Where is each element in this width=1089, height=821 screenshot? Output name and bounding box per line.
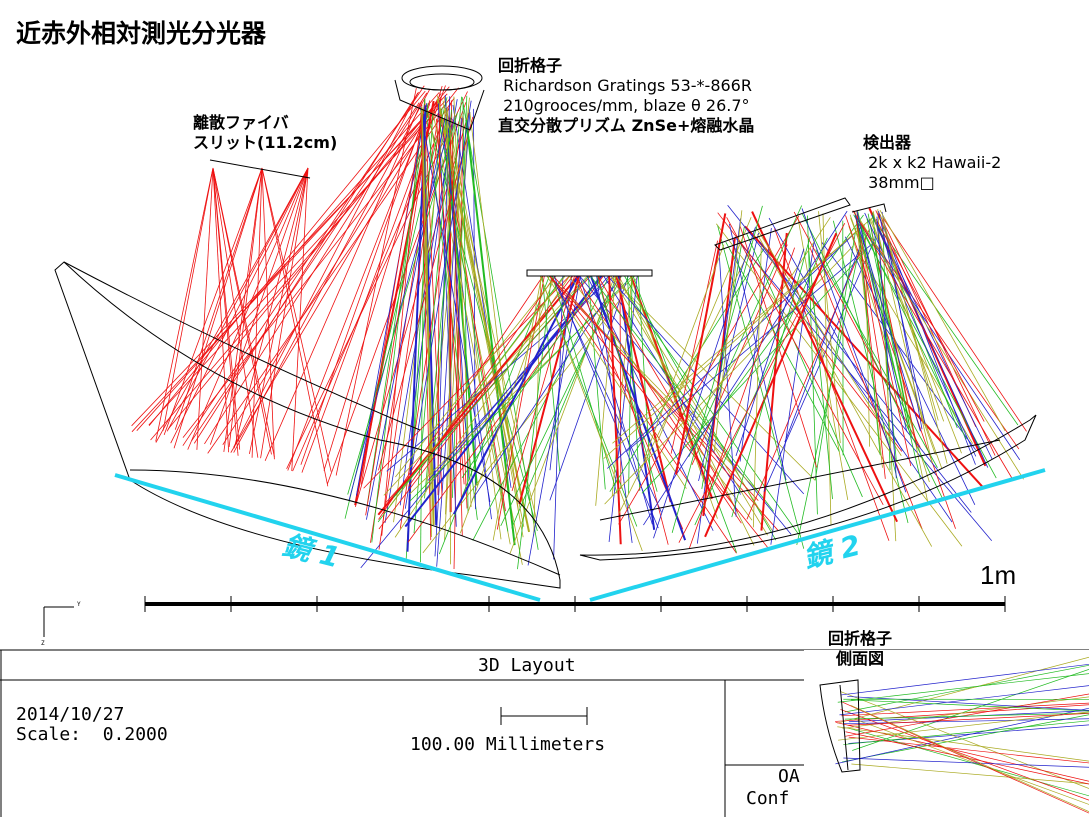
millimeter-bar [501, 707, 587, 725]
ray-segment [689, 248, 794, 549]
ray-segment [517, 276, 551, 569]
ray-segment [164, 168, 262, 435]
ray-segment [876, 210, 976, 427]
detector-label: 検出器 2k x k2 Hawaii-2 38mm□ [863, 133, 1001, 193]
grating-model: Richardson Gratings 53-*-866R [498, 76, 752, 95]
ray-segment [288, 104, 430, 470]
diagram-title: 近赤外相対測光分光器 [16, 14, 266, 50]
fiber-line-1: 離散ファイバ [193, 113, 289, 132]
ray-segment [627, 244, 872, 451]
detector-size: 38mm□ [863, 173, 935, 192]
footer-oa: OA [778, 766, 800, 787]
inset-label: 回折格子 側面図 [828, 629, 892, 669]
ray-segment [262, 168, 331, 472]
inset-line-1: 回折格子 [828, 629, 892, 648]
inset-line-2: 側面図 [828, 649, 884, 668]
ray-segment [879, 213, 995, 456]
layout-title: 3D Layout [478, 655, 576, 676]
detector-heading: 検出器 [863, 133, 911, 152]
axis-y-label: Y [77, 601, 81, 608]
fold-mirror-element [527, 270, 652, 276]
grating-spec: 210grooces/mm, blaze θ 26.7° [498, 96, 750, 115]
axis-indicator [44, 607, 74, 637]
millimeter-label: 100.00 Millimeters [410, 734, 605, 755]
axis-z-label: Z [41, 640, 45, 647]
layout-date: 2014/10/27 [16, 704, 124, 725]
ray-segment [540, 276, 637, 527]
cross-disperser-prism: 直交分散プリズム ZnSe+熔融水晶 [498, 116, 754, 135]
footer-conf: Conf [746, 788, 789, 809]
ray-segment [699, 233, 759, 481]
detector-model: 2k x k2 Hawaii-2 [863, 153, 1001, 172]
ray-segment [301, 100, 430, 464]
grating-label: 回折格子 Richardson Gratings 53-*-866R 210gr… [498, 56, 754, 136]
ray-segment [552, 276, 617, 493]
inset-side-view [804, 650, 1089, 817]
ray-segment [872, 218, 1018, 425]
ray-segment [569, 276, 752, 520]
fiber-slit-label: 離散ファイバ スリット(11.2cm) [193, 113, 337, 153]
ray-segment [785, 246, 861, 442]
grating-heading: 回折格子 [498, 56, 562, 75]
scale-bar-label: 1m [980, 560, 1016, 591]
layout-scale: Scale: 0.2000 [16, 724, 168, 745]
fiber-line-2: スリット(11.2cm) [193, 133, 337, 152]
